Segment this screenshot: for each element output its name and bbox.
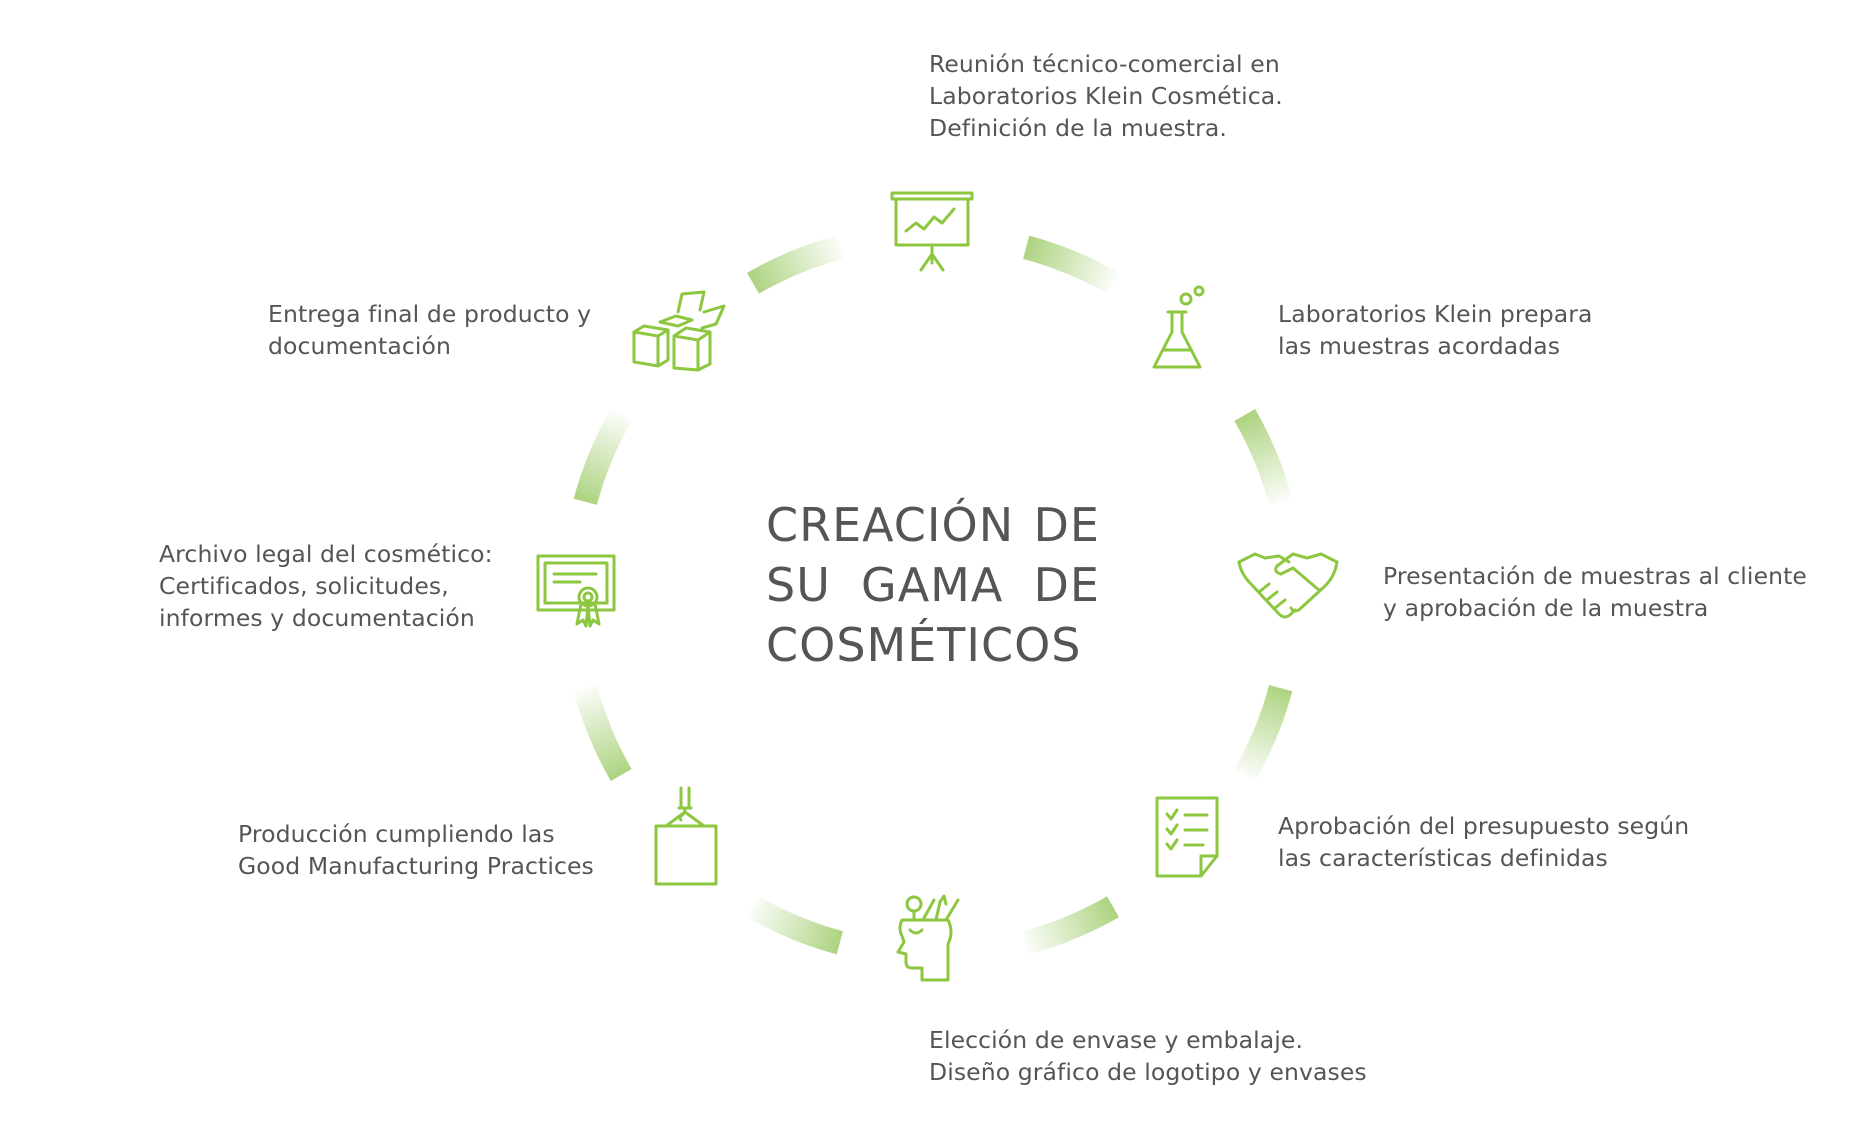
diagram-title: CREACIÓN DE SU GAMA DE COSMÉTICOS bbox=[766, 495, 1100, 675]
step-text-line: Producción cumpliendo las bbox=[238, 820, 555, 848]
step-text-line: Definición de la muestra. bbox=[929, 114, 1227, 142]
certificate-icon bbox=[536, 554, 616, 628]
step-7-text: Archivo legal del cosmético: Certificado… bbox=[159, 538, 493, 634]
ring-segment bbox=[573, 684, 632, 781]
step-text-line: Laboratorios Klein prepara bbox=[1278, 300, 1593, 328]
step-text-line: Good Manufacturing Practices bbox=[238, 852, 594, 880]
step-text-line: Archivo legal del cosmético: bbox=[159, 540, 493, 568]
step-text-line: Laboratorios Klein Cosmética. bbox=[929, 82, 1283, 110]
step-4-text: Aprobación del presupuesto según las car… bbox=[1278, 810, 1689, 874]
ring-segment bbox=[747, 896, 844, 955]
step-5-text: Elección de envase y embalaje. Diseño gr… bbox=[929, 1024, 1367, 1088]
title-line: CREACIÓN DE bbox=[766, 498, 1100, 552]
flask-icon bbox=[1152, 285, 1205, 369]
ring-segment bbox=[1234, 684, 1293, 781]
ring-segment bbox=[1234, 409, 1293, 506]
ring-segment bbox=[573, 409, 632, 506]
presentation-chart-icon bbox=[890, 191, 974, 272]
creative-head-icon bbox=[896, 894, 960, 982]
step-1-text: Reunión técnico-comercial en Laboratorio… bbox=[929, 48, 1283, 144]
step-text-line: las muestras acordadas bbox=[1278, 332, 1561, 360]
title-line: SU GAMA DE bbox=[766, 558, 1100, 612]
step-text-line: Certificados, solicitudes, bbox=[159, 572, 449, 600]
handshake-icon bbox=[1237, 552, 1339, 619]
step-text-line: documentación bbox=[268, 332, 451, 360]
step-6-text: Producción cumpliendo las Good Manufactu… bbox=[238, 818, 594, 882]
boxes-icon bbox=[632, 290, 726, 372]
step-text-line: Aprobación del presupuesto según bbox=[1278, 812, 1690, 840]
crane-box-icon bbox=[654, 786, 718, 886]
step-text-line: Presentación de muestras al cliente bbox=[1383, 562, 1807, 590]
step-8-text: Entrega final de producto y documentació… bbox=[268, 298, 591, 362]
step-text-line: las características definidas bbox=[1278, 844, 1608, 872]
step-2-text: Laboratorios Klein prepara las muestras … bbox=[1278, 298, 1593, 362]
checklist-document-icon bbox=[1155, 796, 1219, 878]
step-text-line: informes y documentación bbox=[159, 604, 475, 632]
step-text-line: Reunión técnico-comercial en bbox=[929, 50, 1280, 78]
ring-segment bbox=[1022, 896, 1119, 955]
step-text-line: Diseño gráfico de logotipo y envases bbox=[929, 1058, 1367, 1086]
step-text-line: y aprobación de la muestra bbox=[1383, 594, 1709, 622]
step-text-line: Elección de envase y embalaje. bbox=[929, 1026, 1304, 1054]
title-line: COSMÉTICOS bbox=[766, 618, 1082, 672]
step-text-line: Entrega final de producto y bbox=[268, 300, 592, 328]
step-3-text: Presentación de muestras al cliente y ap… bbox=[1383, 560, 1807, 624]
ring-segment bbox=[747, 235, 844, 294]
ring-segment bbox=[1022, 235, 1119, 294]
